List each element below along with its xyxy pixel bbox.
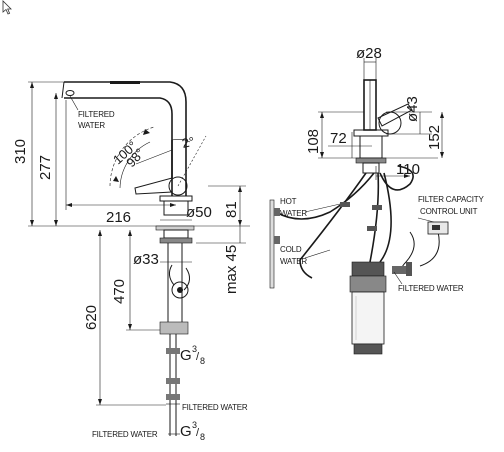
filter-cartridge [349, 261, 412, 355]
dim-dia-43: ø43 [404, 96, 421, 122]
angle-arcs [109, 126, 207, 189]
label-hot-water-1: HOT [280, 197, 297, 206]
thread-g-3-8-upper: G [180, 347, 192, 364]
label-filter-capacity-2: CONTROL UNIT [420, 207, 478, 216]
left-faucet-view: 310 277 FILTERED WATER 100° 98° 2° 216 ø… [12, 81, 250, 442]
thread-g-3-8-lower: G [180, 423, 192, 440]
thread-g-3-8-upper-den: 8 [200, 356, 205, 366]
dim-110: 110 [396, 161, 420, 178]
label-filtered-water-top-2: WATER [78, 121, 105, 130]
label-filtered-water-right: FILTERED WATER [398, 284, 464, 293]
filter-capacity-control-unit [427, 221, 449, 235]
faucet-spout [61, 81, 193, 216]
dim-108: 108 [305, 129, 322, 154]
label-filtered-water-bottom: FILTERED WATER [92, 430, 158, 439]
right-dimension-texts: ø28 ø43 108 72 152 110 HOT WATER COLD WA… [280, 45, 485, 293]
dim-72: 72 [330, 130, 347, 147]
thread-g-3-8-upper-slash: / [196, 351, 200, 363]
dim-81: 81 [223, 201, 240, 218]
dim-152: 152 [426, 125, 443, 150]
angle-2: 2° [181, 134, 196, 151]
thread-g-3-8-lower-slash: / [196, 427, 200, 439]
thread-g-3-8-upper-num: 3 [192, 344, 197, 354]
dim-dia-33: ø33 [133, 251, 159, 268]
dim-470: 470 [111, 279, 128, 304]
mounting-assembly [100, 225, 250, 436]
right-dimension-lines [304, 58, 444, 285]
wall-valves [269, 199, 280, 289]
dim-277: 277 [37, 155, 54, 180]
dim-620: 620 [83, 305, 100, 330]
arrow-cursor-icon [2, 0, 12, 15]
dim-max-45: max 45 [223, 245, 240, 294]
label-filtered-water-top-1: FILTERED [78, 110, 115, 119]
label-cold-water-2: WATER [280, 257, 307, 266]
dim-dia-28: ø28 [356, 45, 382, 62]
thread-g-3-8-lower-den: 8 [200, 432, 205, 442]
label-filtered-water-lower: FILTERED WATER [182, 403, 248, 412]
left-dimension-lines [28, 81, 246, 435]
label-filter-capacity-1: FILTER CAPACITY [418, 195, 484, 204]
dim-dia-50: ø50 [186, 204, 212, 221]
label-cold-water-1: COLD [280, 245, 302, 254]
dim-216: 216 [106, 209, 131, 226]
thread-g-3-8-lower-num: 3 [192, 420, 197, 430]
right-faucet-view: ø28 ø43 108 72 152 110 HOT WATER COLD WA… [269, 45, 485, 355]
label-hot-water-2: WATER [280, 209, 307, 218]
dim-310: 310 [12, 139, 29, 164]
